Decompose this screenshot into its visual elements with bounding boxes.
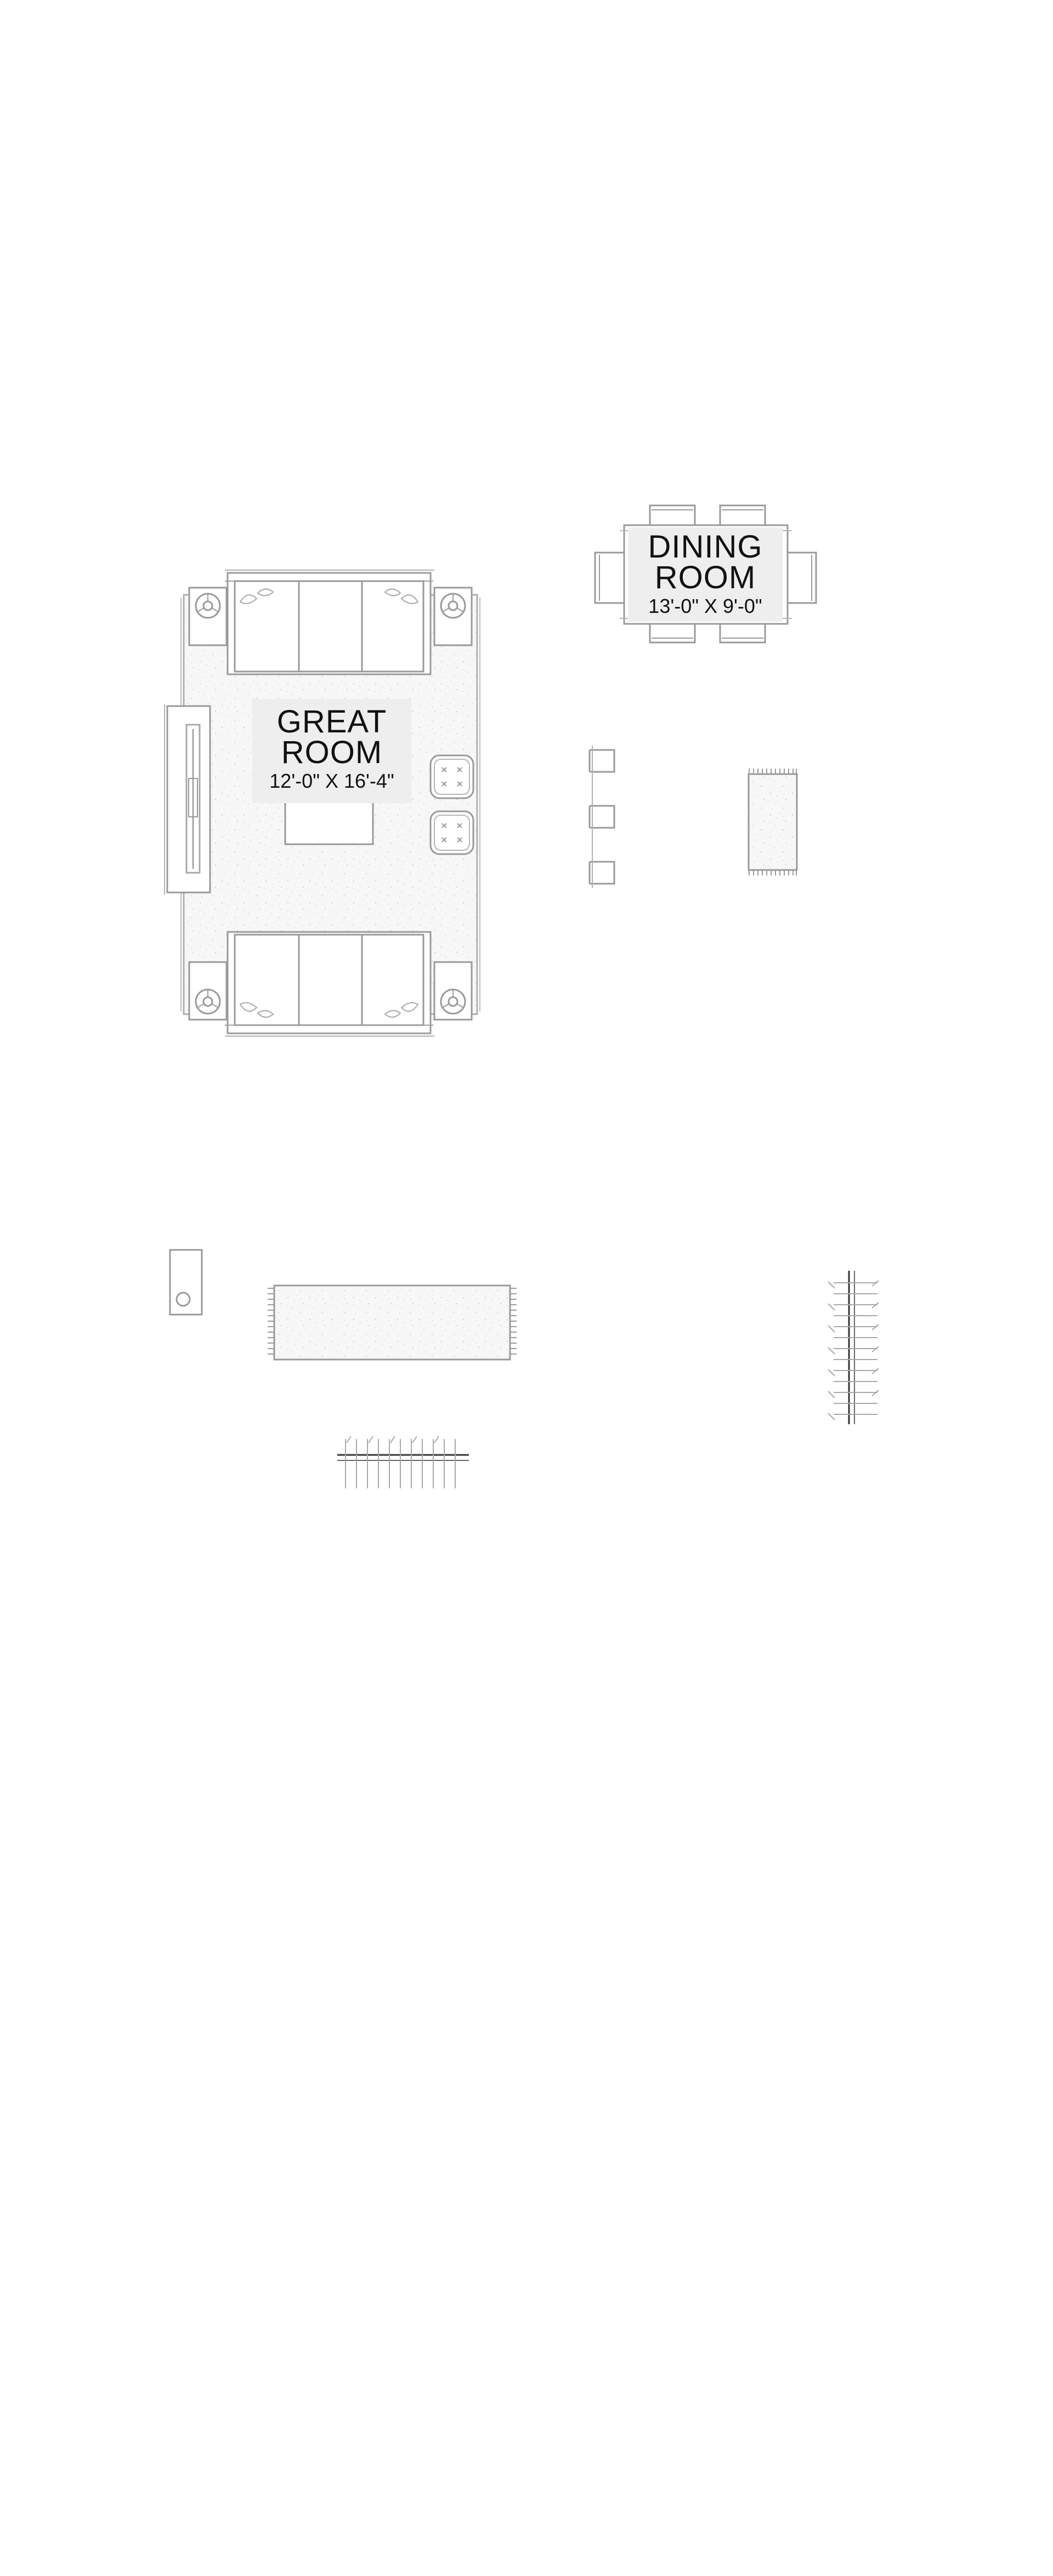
bar-stools [588,746,615,888]
end-table-top-left [188,587,228,646]
dining-room-dimensions: 13'-0" X 9'-0" [648,595,762,617]
great-room-name-line2: ROOM [281,735,383,770]
great-room-furniture [164,570,480,1037]
dining-chair-left-end [594,551,629,604]
great-room-label: GREAT ROOM 12'-0" X 16'-4" [252,699,411,803]
end-table-bottom-left [188,961,228,1021]
closet-hanging-rod-horizontal [337,1436,469,1488]
hallway-runner-rug [268,1284,517,1361]
ottoman-lower [429,810,474,855]
end-table-bottom-right [433,961,473,1021]
entry-rug [748,769,798,875]
great-room-dimensions: 12'-0" X 16'-4" [269,770,394,792]
fireplace [164,704,211,895]
great-room-name-line1: GREAT [276,704,387,740]
bottom-sofa [225,931,434,1037]
washer-dryer-unit [169,1249,203,1316]
top-sofa [225,570,434,675]
dining-room-label: DINING ROOM 13'-0" X 9'-0" [628,527,783,622]
ottoman-upper [429,754,474,799]
end-table-top-right [433,587,473,646]
dining-room-name-line1: DINING [648,529,763,565]
closet-hanging-rod-vertical [828,1271,879,1424]
dining-room-name-line2: ROOM [654,560,756,595]
